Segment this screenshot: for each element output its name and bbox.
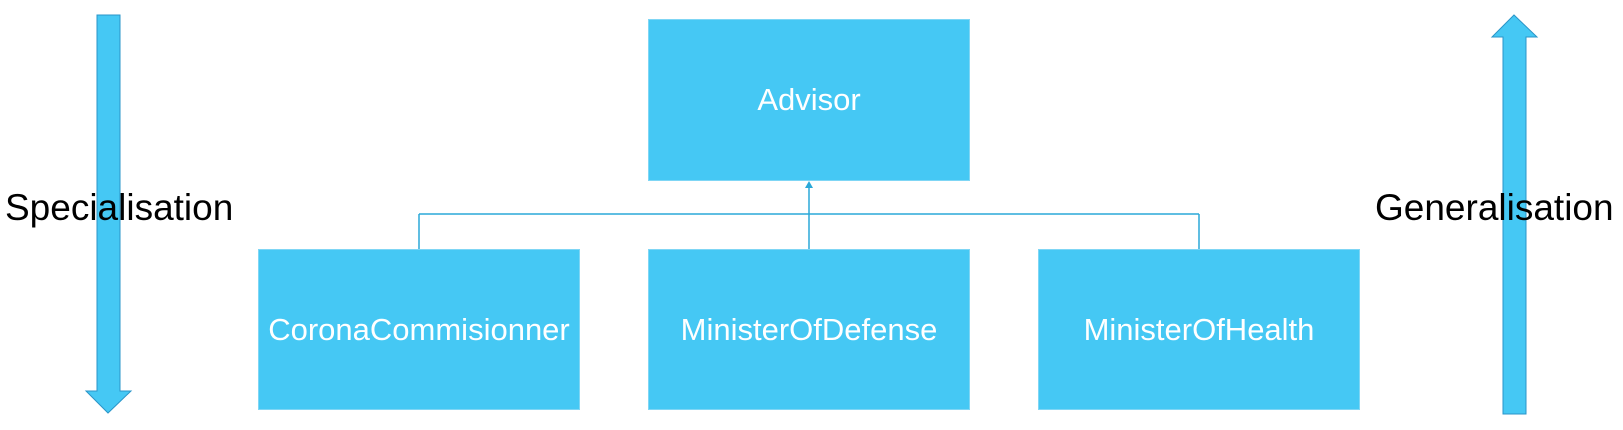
child-class-label: MinisterOfHealth	[1083, 311, 1315, 347]
child-class-box: CoronaCommisionner	[258, 249, 580, 410]
child-class-box: MinisterOfHealth	[1038, 249, 1360, 410]
child-class-label: MinisterOfDefense	[680, 311, 938, 347]
specialisation-label: Specialisation	[5, 187, 234, 228]
arrow-down-icon	[84, 14, 133, 414]
arrow-up-icon	[1490, 14, 1539, 415]
inheritance-arrowhead	[805, 181, 813, 188]
parent-class-label: Advisor	[757, 82, 861, 117]
generalisation-label: Generalisation	[1375, 187, 1614, 228]
child-class-box: MinisterOfDefense	[648, 249, 970, 410]
parent-class-box: Advisor	[648, 19, 970, 181]
child-class-label: CoronaCommisionner	[268, 311, 570, 347]
